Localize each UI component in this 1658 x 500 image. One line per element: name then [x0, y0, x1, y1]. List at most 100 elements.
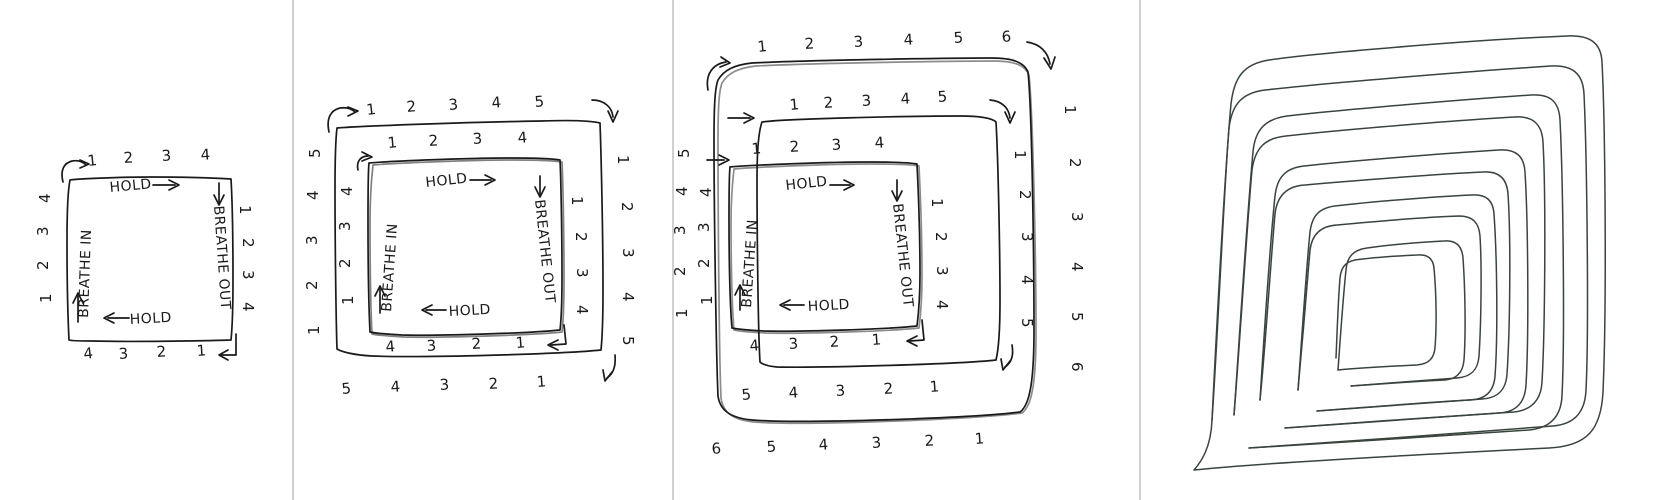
spiral-ring-5	[1259, 149, 1529, 429]
p3-out-top-5: 5	[953, 28, 964, 47]
p3-out-top-6: 6	[1001, 27, 1012, 46]
p3-in-right-4: 4	[933, 300, 951, 310]
inner-entry-arrow-curve	[356, 155, 369, 171]
p1-top-count-2: 2	[123, 148, 134, 167]
p2-outer-top-2: 2	[406, 97, 417, 116]
p2-inner-bottom-1: 1	[515, 333, 526, 352]
exit-arrow-line	[220, 333, 237, 356]
panel-divider-2	[672, 0, 674, 500]
p2-inner-left-1: 1	[339, 295, 357, 305]
panel-3-four-five-six-count-squares: 1 2 3 4 5 6 1 2 3 4 5 6 6 5 4 3 2 1	[672, 0, 1139, 500]
spiral-ring-10-core	[1335, 254, 1437, 371]
inner-breathe-in-arrow-head	[374, 285, 386, 297]
p2-inner-left-2: 2	[336, 258, 354, 268]
p3-mid-left-3: 3	[672, 225, 689, 235]
panel-2-four-and-five-count-squares: 1 2 3 4 5 1 2 3 4 5 5 4 3 2 1 1 2 3	[292, 0, 672, 500]
inner-square-outline	[367, 157, 563, 337]
p3-in-right-3: 3	[933, 266, 951, 276]
p3-hold-top-label: HOLD	[785, 174, 829, 194]
hold-bottom-arrow-head	[103, 312, 115, 324]
p1-right-count-3: 3	[239, 270, 257, 280]
panel-divider-3	[1139, 0, 1141, 500]
p3-out-right-2: 2	[1066, 158, 1084, 168]
p3-mid-right-5: 5	[1018, 318, 1036, 328]
middle-turn-arrow-curve	[989, 99, 1011, 119]
p3-in-right-2: 2	[932, 232, 950, 242]
p2-outer-left-4: 4	[304, 190, 322, 200]
p3-out-right-4: 4	[1068, 262, 1086, 272]
outermost-entry-arrow-head	[719, 56, 731, 68]
p3-in-bottom-2: 2	[829, 332, 840, 351]
p1-bottom-count-4: 4	[83, 344, 94, 363]
outer-exit-arrow-head	[602, 369, 613, 382]
p3-in-right-1: 1	[928, 198, 946, 208]
panel-divider-1	[292, 0, 294, 500]
p3-mid-left-1: 1	[673, 308, 691, 318]
inner-hold-top-arrow-head	[484, 174, 496, 186]
p3-in-left-2: 2	[695, 258, 713, 268]
p2-outer-bottom-5: 5	[341, 379, 352, 398]
p3-breathe-in-label: BREATHE IN	[739, 219, 761, 309]
p3-mid-bottom-2: 2	[883, 379, 894, 398]
p1-right-count-1: 1	[236, 205, 254, 215]
p2-outer-bottom-4: 4	[390, 377, 401, 396]
p3-out-bottom-6: 6	[711, 439, 722, 458]
p2-outer-top-5: 5	[534, 92, 545, 111]
p3-out-bottom-2: 2	[924, 431, 935, 450]
p3-in-left-3: 3	[695, 222, 713, 232]
outermost-square	[713, 57, 1035, 423]
p1-left-count-3: 3	[34, 226, 52, 236]
p3-out-right-6: 6	[1068, 362, 1086, 372]
p2-inner-right-3: 3	[573, 268, 591, 278]
p3-mid-bottom-4: 4	[788, 383, 799, 402]
outermost-square-echo	[717, 60, 1037, 425]
spiral-ring-3	[1233, 94, 1565, 449]
p3-in-bottom-4: 4	[749, 336, 760, 355]
p2-outer-top-3: 3	[448, 95, 459, 114]
p2-inner-right-2: 2	[572, 232, 590, 242]
p1-bottom-count-3: 3	[118, 344, 129, 363]
outer-exit-arrow-curve	[606, 354, 617, 379]
spiral-ring-4	[1233, 116, 1546, 429]
outer-square-outline	[334, 119, 604, 358]
hold-top-arrow-head	[168, 179, 180, 191]
p3-in-bottom-1: 1	[871, 330, 882, 349]
outer-entry-arrow-curve	[327, 106, 356, 133]
p3-out-top-3: 3	[853, 32, 864, 51]
middle-turn-arrow-head	[1004, 111, 1016, 124]
outermost-entry-arrow-curve	[706, 61, 727, 91]
p3-in-left-1: 1	[698, 295, 716, 305]
p3-in-left-4: 4	[697, 187, 715, 197]
p3-mid-top-3: 3	[861, 91, 872, 110]
p3-out-right-5: 5	[1068, 312, 1086, 322]
p3-mid-top-5: 5	[937, 87, 948, 106]
p1-left-count-4: 4	[36, 193, 54, 203]
p3-out-bottom-4: 4	[818, 435, 829, 454]
p2-outer-right-5: 5	[619, 336, 637, 346]
p2-inner-right-1: 1	[568, 196, 586, 206]
entry-arrow-curve	[61, 159, 87, 183]
inner-exit-arrow-head	[547, 339, 559, 351]
p2-inner-bottom-4: 4	[385, 337, 396, 356]
outermost-turn-arrow-head	[1043, 56, 1056, 70]
p2-inner-top-2: 2	[428, 131, 439, 150]
entry-arrow-head	[79, 159, 90, 169]
p2-outer-left-1: 1	[305, 325, 323, 335]
p2-breathe-out-label: BREATHE OUT	[531, 199, 558, 304]
p2-outer-bottom-1: 1	[536, 372, 547, 391]
p3-hold-bottom-arrow-head	[779, 299, 791, 311]
p1-top-count-3: 3	[161, 146, 172, 165]
p2-inner-top-4: 4	[517, 128, 528, 147]
p1-right-count-4: 4	[239, 302, 257, 312]
spiral-ring-9-inner	[1337, 240, 1466, 387]
p2-inner-left-3: 3	[336, 221, 354, 231]
p3-mid-bottom-3: 3	[835, 381, 846, 400]
p3-breathe-in-arrow-head	[734, 284, 746, 296]
p3-mid-right-3: 3	[1018, 232, 1036, 242]
spiral-ring-6	[1259, 171, 1511, 412]
p3-mid-left-4: 4	[673, 186, 691, 196]
p2-outer-right-3: 3	[619, 248, 637, 258]
inner-square-echo	[730, 163, 923, 335]
p2-outer-bottom-3: 3	[439, 375, 450, 394]
